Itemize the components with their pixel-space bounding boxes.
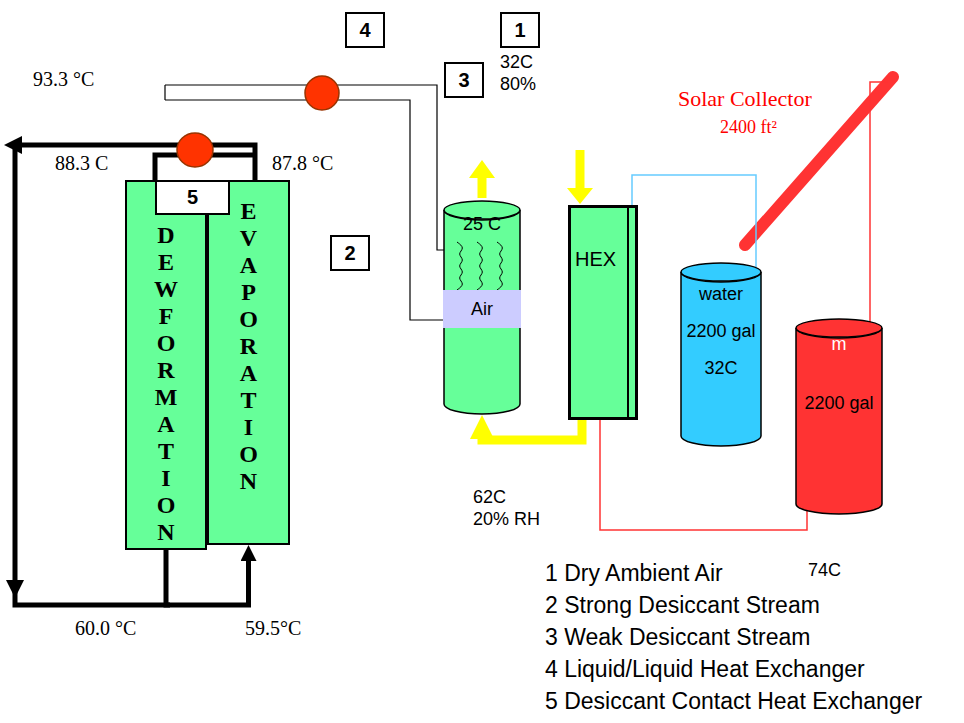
- callout-number: 5: [155, 180, 230, 215]
- node-text: EVAPORATION: [237, 198, 261, 495]
- collector-label: Solar Collector: [678, 86, 812, 112]
- temperature-label: 62C: [473, 487, 506, 508]
- humidity-label: 20% RH: [473, 509, 540, 530]
- callout-number: 2: [330, 235, 370, 271]
- desiccant-loop-pipe: [15, 145, 255, 605]
- temperature-label: 93.3 °C: [33, 68, 94, 91]
- cylinder-body: [796, 328, 882, 514]
- absorber-cylinder: 25 C Air: [443, 200, 521, 415]
- node-text: 32C: [704, 358, 737, 379]
- callout-number: 4: [345, 12, 385, 48]
- cylinder-outline: [443, 200, 521, 415]
- dewformation-column: DEWFORMATION: [125, 180, 207, 550]
- callout-number: 3: [444, 62, 484, 98]
- flow-arrowhead: [4, 136, 22, 154]
- cylinder-top: [444, 201, 520, 219]
- heat-exchanger-box: HEX: [568, 205, 638, 420]
- cylinder-body: [681, 272, 761, 446]
- node-text: 1: [514, 19, 525, 42]
- humidity-label: 80%: [500, 74, 536, 95]
- air-section: Air: [443, 290, 521, 328]
- hot-water-line: [870, 82, 888, 328]
- cylinder-outline: [680, 262, 762, 447]
- outlet-air-arrow: [478, 176, 487, 198]
- node-text: Air: [471, 299, 493, 320]
- water-line: [632, 175, 756, 270]
- key-line: 1 Dry Ambient Air: [545, 560, 723, 587]
- dried-air-arrow: [482, 420, 582, 440]
- heat-exchanger-symbol: [177, 133, 213, 167]
- node-text: HEX: [575, 248, 616, 271]
- callout-number: 1: [500, 12, 540, 48]
- solar-collector: [745, 77, 893, 245]
- key-line: 5 Desiccant Contact Heat Exchanger: [545, 688, 922, 715]
- ambient-air-arrowhead: [567, 188, 593, 204]
- node-text: 25 C: [463, 214, 501, 235]
- key-line: 3 Weak Desiccant Stream: [545, 624, 810, 651]
- node-text: 4: [359, 19, 370, 42]
- node-text: DEWFORMATION: [154, 222, 178, 546]
- flow-arrowhead: [6, 580, 24, 598]
- temperature-label: 74C: [808, 560, 841, 581]
- node-text: 2200 gal: [686, 321, 755, 342]
- node-text: 2: [344, 242, 355, 265]
- node-text: 5: [187, 186, 198, 209]
- cylinder-body: [444, 210, 520, 414]
- node-text: 3: [458, 69, 469, 92]
- key-line: 2 Strong Desiccant Stream: [545, 592, 820, 619]
- temperature-label: 59.5°C: [245, 617, 301, 640]
- pipe-end: [164, 85, 165, 100]
- weak-desiccant-line: [165, 100, 443, 320]
- heat-exchanger-symbol: [305, 76, 339, 110]
- contact-coil: [457, 242, 462, 290]
- cylinder-top: [681, 263, 761, 281]
- node-text: water: [699, 284, 743, 305]
- desiccant-pipe: [166, 550, 249, 605]
- cylinder-outline: [795, 318, 883, 515]
- hot-water-line: [600, 420, 807, 530]
- temperature-label: 87.8 °C: [272, 152, 333, 175]
- key-line: 4 Liquid/Liquid Heat Exchanger: [545, 656, 865, 683]
- contact-coil: [477, 242, 482, 290]
- node-text: m: [832, 334, 847, 355]
- hot-tank: m 2200 gal: [795, 318, 883, 515]
- temperature-label: 88.3 C: [55, 152, 108, 175]
- outlet-air-arrowhead: [469, 160, 495, 178]
- water-tank: water 2200 gal 32C: [680, 262, 762, 447]
- temperature-label: 32C: [500, 52, 533, 73]
- cylinder-top: [796, 319, 882, 337]
- evaporation-column: EVAPORATION: [207, 180, 290, 545]
- node-text: 2200 gal: [804, 393, 873, 414]
- strong-desiccant-line: [165, 85, 452, 250]
- contact-coil: [497, 242, 502, 290]
- temperature-label: 60.0 °C: [75, 617, 136, 640]
- ambient-air-arrow: [576, 150, 585, 190]
- area-label: 2400 ft²: [720, 117, 777, 138]
